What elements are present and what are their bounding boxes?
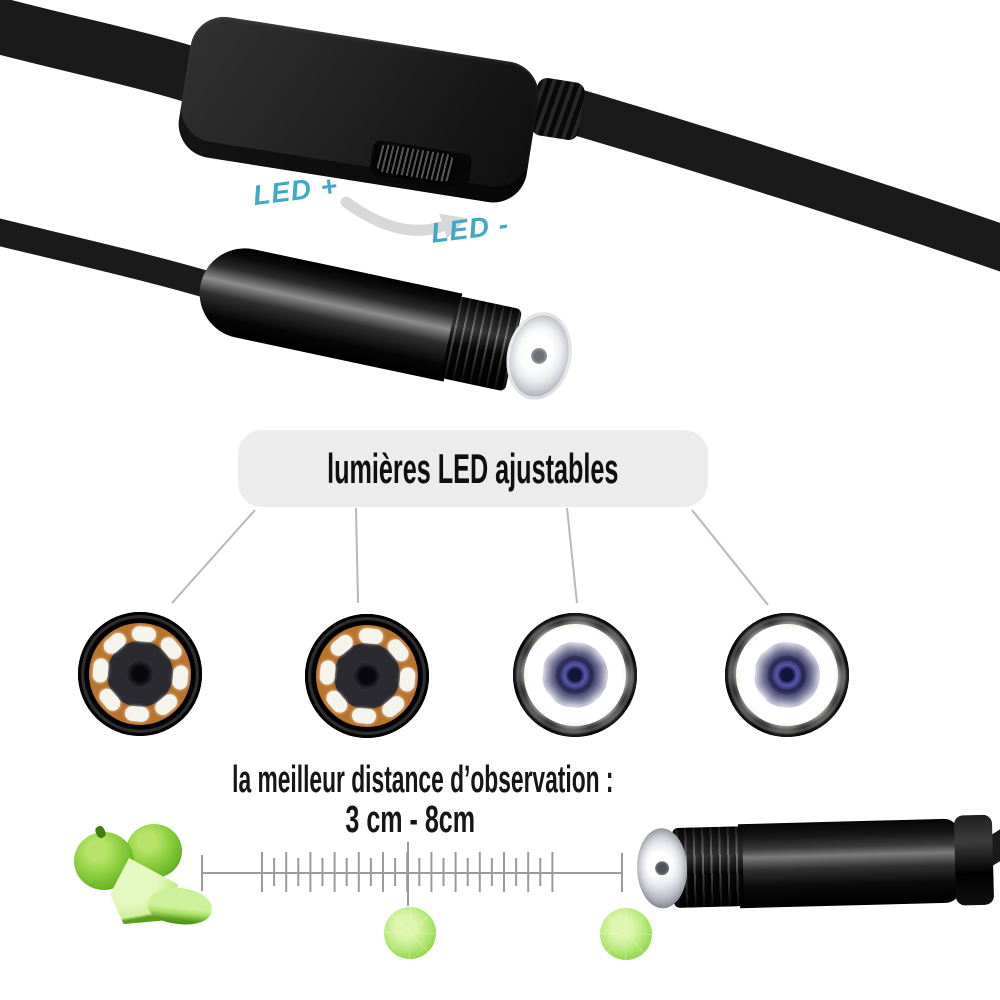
adjustable-leds-caption-box: lumières LED ajustables bbox=[238, 430, 708, 507]
lime-slice bbox=[600, 908, 652, 960]
led-face-view-2 bbox=[305, 614, 429, 738]
led-ring bbox=[524, 624, 626, 726]
arrowhead-icon bbox=[439, 213, 468, 239]
camera-probe-bottom bbox=[634, 814, 1000, 911]
camera-lens-icon bbox=[560, 660, 590, 690]
led-brightness-wheel bbox=[375, 143, 455, 183]
curved-right-arrow-icon bbox=[340, 196, 446, 236]
led-ring bbox=[89, 623, 191, 725]
limes-photo bbox=[70, 820, 220, 930]
probe-shaft bbox=[737, 818, 961, 909]
usb-cable bbox=[0, 0, 242, 110]
led-face-view-4 bbox=[725, 613, 849, 737]
distance-title: la meilleur distance d’observation : bbox=[232, 759, 614, 801]
led-face-view-3 bbox=[513, 613, 637, 737]
lime-slice bbox=[384, 907, 436, 959]
camera-lens-icon bbox=[125, 659, 155, 689]
probe-collar bbox=[953, 814, 995, 906]
observation-distance-block: la meilleur distance d’observation : 3 c… bbox=[105, 760, 715, 840]
camera-lens-icon bbox=[772, 660, 802, 690]
distance-range: 3 cm - 8cm bbox=[345, 799, 475, 841]
cable-strain-relief bbox=[529, 76, 587, 142]
usb-cable bbox=[533, 83, 1000, 272]
camera-lens-icon bbox=[352, 661, 382, 691]
led-face-view-1 bbox=[78, 612, 202, 736]
caption-connector-lines bbox=[171, 507, 769, 606]
adjustable-leds-caption: lumières LED ajustables bbox=[327, 444, 619, 492]
led-ring bbox=[736, 624, 838, 726]
distance-ruler bbox=[201, 842, 623, 906]
led-ring bbox=[316, 625, 418, 727]
